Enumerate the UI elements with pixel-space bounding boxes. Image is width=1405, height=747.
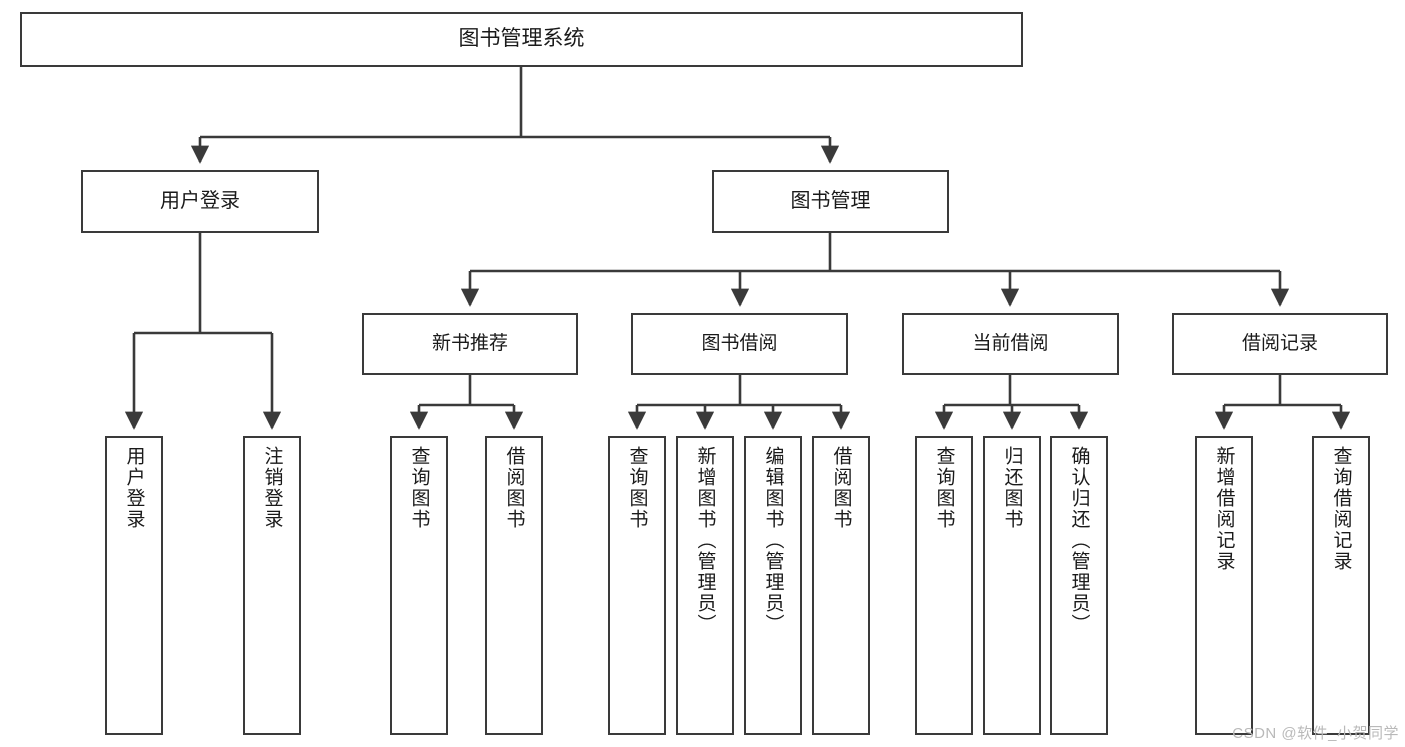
node-leaf-borrow-add-book[interactable]: 新增图书（管理员） [676, 436, 734, 735]
node-leaf-user-logout[interactable]: 注销登录 [243, 436, 301, 735]
node-leaf-user-logout-label: 注销登录 [261, 446, 283, 530]
node-leaf-current-return-book[interactable]: 归还图书 [983, 436, 1041, 735]
node-leaf-borrow-borrow-book-label: 借阅图书 [830, 446, 852, 530]
node-book-borrow-label: 图书借阅 [701, 332, 778, 354]
node-book-manage[interactable]: 图书管理 [712, 170, 949, 233]
node-leaf-current-return-book-label: 归还图书 [1001, 446, 1023, 530]
node-leaf-current-confirm-return[interactable]: 确认归还（管理员） [1050, 436, 1108, 735]
node-leaf-rec-query-book-label: 查询图书 [408, 446, 430, 530]
node-leaf-borrow-edit-book[interactable]: 编辑图书（管理员） [744, 436, 802, 735]
node-leaf-current-query-book[interactable]: 查询图书 [915, 436, 973, 735]
node-book-borrow[interactable]: 图书借阅 [631, 313, 848, 375]
node-leaf-borrow-borrow-book[interactable]: 借阅图书 [812, 436, 870, 735]
node-leaf-user-login-label: 用户登录 [123, 446, 145, 530]
csdn-watermark: CSDN @软件_小贺同学 [1232, 725, 1399, 742]
node-leaf-borrow-edit-book-label: 编辑图书（管理员） [762, 446, 784, 635]
node-new-book-rec-label: 新书推荐 [431, 332, 508, 354]
node-borrow-record[interactable]: 借阅记录 [1172, 313, 1388, 375]
node-leaf-current-query-book-label: 查询图书 [933, 446, 955, 530]
node-root-label: 图书管理系统 [458, 27, 585, 51]
node-borrow-record-label: 借阅记录 [1241, 332, 1318, 354]
node-leaf-rec-query-book[interactable]: 查询图书 [390, 436, 448, 735]
node-leaf-user-login[interactable]: 用户登录 [105, 436, 163, 735]
node-leaf-record-add-label: 新增借阅记录 [1213, 446, 1235, 572]
node-leaf-borrow-query-book-label: 查询图书 [626, 446, 648, 530]
node-leaf-record-query[interactable]: 查询借阅记录 [1312, 436, 1370, 735]
node-current-borrow-label: 当前借阅 [972, 332, 1049, 354]
node-user-login[interactable]: 用户登录 [81, 170, 319, 233]
node-book-manage-label: 图书管理 [790, 189, 871, 212]
node-leaf-record-add[interactable]: 新增借阅记录 [1195, 436, 1253, 735]
node-root[interactable]: 图书管理系统 [20, 12, 1023, 67]
node-leaf-current-confirm-return-label: 确认归还（管理员） [1068, 446, 1090, 635]
node-leaf-borrow-query-book[interactable]: 查询图书 [608, 436, 666, 735]
node-leaf-borrow-add-book-label: 新增图书（管理员） [694, 446, 716, 635]
node-leaf-rec-borrow-book[interactable]: 借阅图书 [485, 436, 543, 735]
node-leaf-record-query-label: 查询借阅记录 [1330, 446, 1352, 572]
node-user-login-label: 用户登录 [160, 189, 240, 212]
node-current-borrow[interactable]: 当前借阅 [902, 313, 1119, 375]
node-new-book-rec[interactable]: 新书推荐 [362, 313, 578, 375]
node-leaf-rec-borrow-book-label: 借阅图书 [503, 446, 525, 530]
